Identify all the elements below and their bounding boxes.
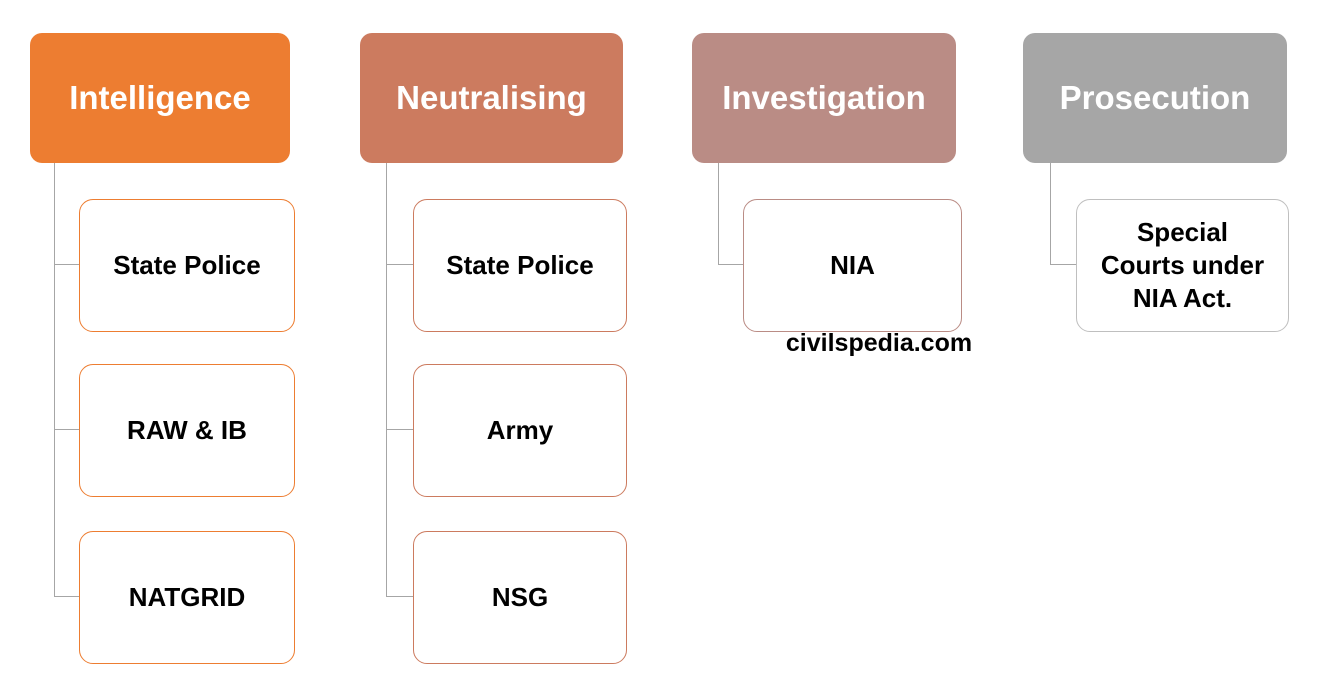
node-state-police-intelligence: State Police: [79, 199, 295, 332]
connector-line: [54, 596, 79, 597]
node-nia: NIA: [743, 199, 962, 332]
node-label: State Police: [446, 250, 594, 280]
connector-line: [386, 264, 413, 265]
node-label: NIA: [830, 250, 875, 280]
node-label: Courts under: [1100, 250, 1265, 280]
node-label: RAW & IB: [127, 415, 247, 445]
header-neutralising: Neutralising: [360, 33, 623, 163]
connector-line: [386, 163, 387, 596]
connector-line: [1050, 264, 1076, 265]
header-investigation: Investigation: [692, 33, 956, 163]
header-intelligence: Intelligence: [30, 33, 290, 163]
connector-line: [718, 264, 743, 265]
node-natgrid: NATGRID: [79, 531, 295, 664]
node-label: NIA Act.: [1132, 283, 1233, 313]
node-army: Army: [413, 364, 627, 497]
node-raw-ib: RAW & IB: [79, 364, 295, 497]
connector-line: [718, 163, 719, 265]
node-label: Army: [486, 415, 554, 445]
node-special-courts: Special Courts under NIA Act.: [1076, 199, 1289, 332]
node-label: State Police: [113, 250, 261, 280]
node-nsg: NSG: [413, 531, 627, 664]
header-prosecution: Prosecution: [1023, 33, 1287, 163]
watermark-text: civilspedia.com: [785, 329, 973, 357]
node-state-police-neutralising: State Police: [413, 199, 627, 332]
connector-line: [1050, 163, 1051, 265]
connector-line: [54, 163, 55, 596]
node-label: NATGRID: [128, 582, 246, 612]
connector-line: [54, 264, 79, 265]
node-label: Special: [1136, 217, 1229, 247]
node-label: NSG: [491, 582, 549, 612]
connector-line: [386, 596, 413, 597]
connector-line: [54, 429, 79, 430]
connector-line: [386, 429, 413, 430]
